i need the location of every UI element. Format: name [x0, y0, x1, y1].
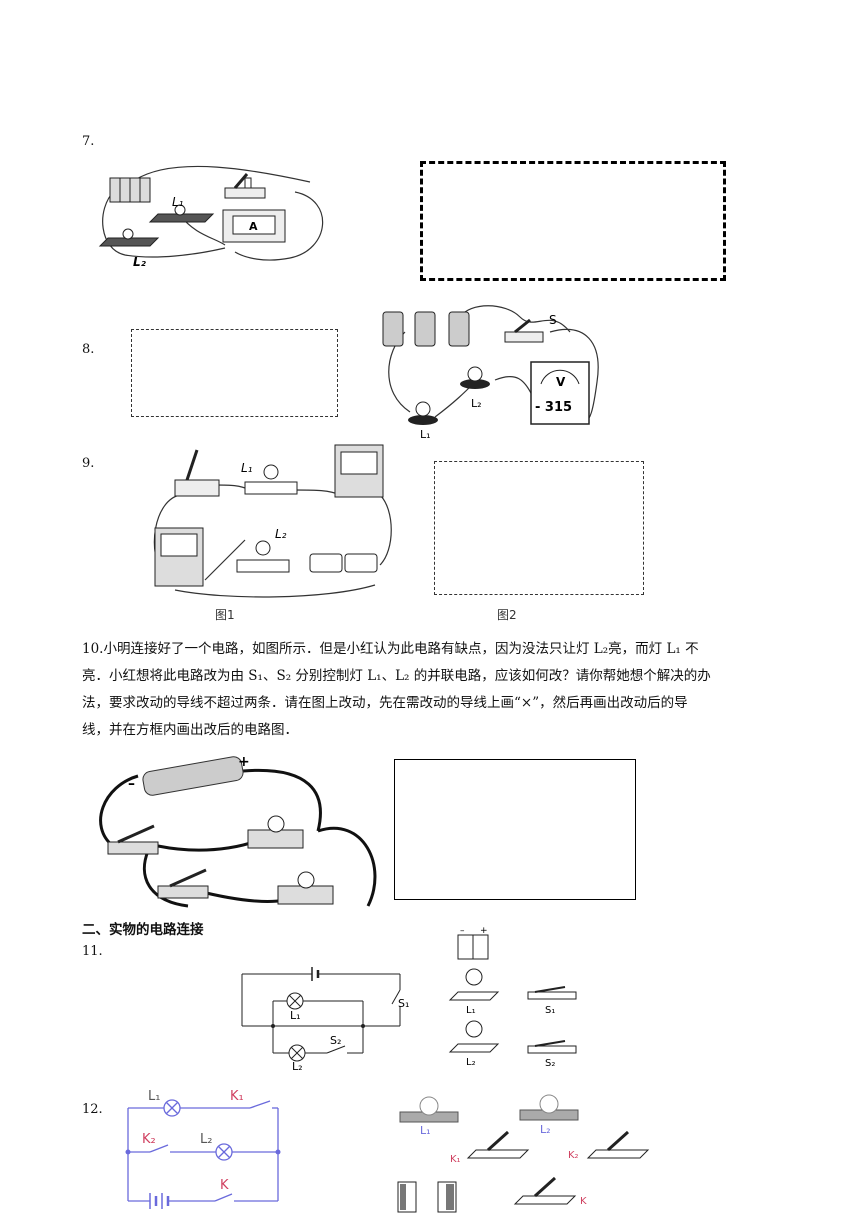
battery-cells	[382, 311, 470, 347]
q9-answer-box	[434, 461, 644, 595]
question-11-number: 11.	[82, 944, 103, 959]
bulb-L1	[148, 204, 215, 223]
label-L1: L₁	[290, 1009, 301, 1022]
question-7-number: 7.	[82, 134, 95, 149]
label-L2: L₂	[292, 1060, 303, 1073]
bulb-L1	[448, 968, 500, 1001]
label-S2: S₂	[545, 1058, 555, 1069]
ammeter-label: A	[249, 220, 258, 233]
q10-line3: 法，要求改动的导线不超过两条．请在图上改动，先在需改动的导线上画“×”，然后再画…	[82, 695, 688, 711]
battery-minus: –	[460, 926, 465, 936]
ammeter: A	[222, 209, 286, 243]
label-L1: L₁	[420, 428, 431, 441]
question-8-number: 8.	[82, 342, 95, 357]
meter-top	[334, 444, 384, 498]
switch-S1	[527, 986, 577, 1000]
q10-answer-box	[394, 759, 636, 900]
voltmeter: V - 315	[530, 361, 590, 425]
label-L2: L₂	[133, 255, 147, 269]
q7-answer-box	[420, 161, 726, 281]
label-K: K	[220, 1178, 229, 1193]
label-L1: L₁	[420, 1124, 431, 1137]
fig1-caption: 图1	[215, 608, 235, 622]
switch-K1	[466, 1130, 530, 1159]
battery-2	[437, 1181, 457, 1213]
label-L2: L₂	[471, 397, 482, 410]
label-S: S	[549, 313, 557, 327]
label-S1: S₁	[545, 1005, 555, 1016]
batteries	[309, 553, 378, 573]
label-K1: K₁	[230, 1089, 244, 1104]
battery-plus: +	[480, 926, 488, 936]
switch-1	[107, 824, 159, 855]
battery-plus: +	[238, 754, 250, 770]
q12-circuit-diagram: L₁ K₁ K₂ L₂ K	[125, 1089, 281, 1209]
bulb-L2	[519, 1094, 579, 1121]
question-10-text: 10.小明连接好了一个电路，如图所示．但是小红认为此电路有缺点，因为没法只让灯 …	[82, 636, 778, 744]
q11-components: – + L₁ S₁ L₂ S₂	[448, 926, 577, 1069]
q10-circuit-figure: – +	[99, 754, 377, 908]
switch	[224, 173, 266, 199]
q8-answer-box	[131, 329, 338, 417]
question-12-number: 12.	[82, 1102, 103, 1117]
battery-minus: –	[128, 776, 135, 792]
battery-1	[397, 1181, 417, 1213]
q10-line2: 亮．小红想将此电路改为由 S₁、S₂ 分别控制灯 L₁、L₂ 的并联电路，应该如…	[82, 668, 711, 684]
label-L2: L₂	[200, 1132, 212, 1147]
section-title: 二、实物的电路连接	[82, 922, 204, 938]
switch-2	[157, 868, 209, 899]
switch	[174, 449, 220, 497]
q7-circuit-figure: L₁ A L₂	[98, 165, 324, 269]
bulb-L1	[244, 464, 298, 495]
battery-pack	[109, 177, 151, 203]
label-S1: S₁	[398, 997, 409, 1010]
battery-holder	[142, 756, 244, 796]
label-L1: L₁	[172, 195, 184, 209]
label-K2: K₂	[568, 1150, 579, 1161]
q10-line4: 线，并在方框内画出改后的电路图．	[82, 722, 298, 738]
bulb-L2	[448, 1020, 500, 1053]
voltmeter-label: V	[556, 375, 566, 389]
bulb-L1	[408, 401, 438, 425]
q8-circuit-figure: S L₂ L₁ V - 315	[382, 305, 599, 441]
q10-line1: 小明连接好了一个电路，如图所示．但是小红认为此电路有缺点，因为没法只让灯 L₂亮…	[103, 641, 699, 657]
switch-S2	[527, 1040, 577, 1054]
battery-pair: – +	[457, 926, 489, 960]
switch-S	[504, 318, 544, 343]
switch-K	[513, 1176, 577, 1205]
switch-K2	[586, 1130, 650, 1159]
bulb-L1	[399, 1096, 459, 1123]
bulb-2	[277, 871, 334, 905]
label-S2: S₂	[330, 1034, 341, 1047]
meter-left	[154, 527, 204, 587]
label-K2: K₂	[142, 1132, 156, 1147]
q9-circuit-figure: L₁ L₂	[153, 444, 392, 598]
q11-circuit-diagram: S₁ L₁ S₂ L₂	[241, 967, 409, 1073]
label-L2: L₂	[540, 1123, 551, 1136]
label-L2: L₂	[275, 527, 287, 541]
label-L2: L₂	[466, 1057, 476, 1068]
q12-components: L₁ L₂ K₁ K₂ K	[397, 1094, 650, 1213]
bulb-1	[247, 815, 304, 849]
question-9-number: 9.	[82, 456, 95, 471]
label-K1: K₁	[450, 1154, 461, 1165]
voltmeter-scale: - 315	[535, 400, 572, 415]
bulb-L2	[236, 540, 290, 573]
label-L1: L₁	[466, 1005, 476, 1016]
label-K: K	[580, 1196, 587, 1207]
label-L1: L₁	[148, 1089, 160, 1104]
bulb-L2	[460, 366, 490, 389]
fig2-caption: 图2	[497, 608, 517, 622]
question-10-number: 10.	[82, 641, 104, 657]
label-L1: L₁	[241, 461, 253, 475]
bulb-L2	[98, 228, 160, 247]
